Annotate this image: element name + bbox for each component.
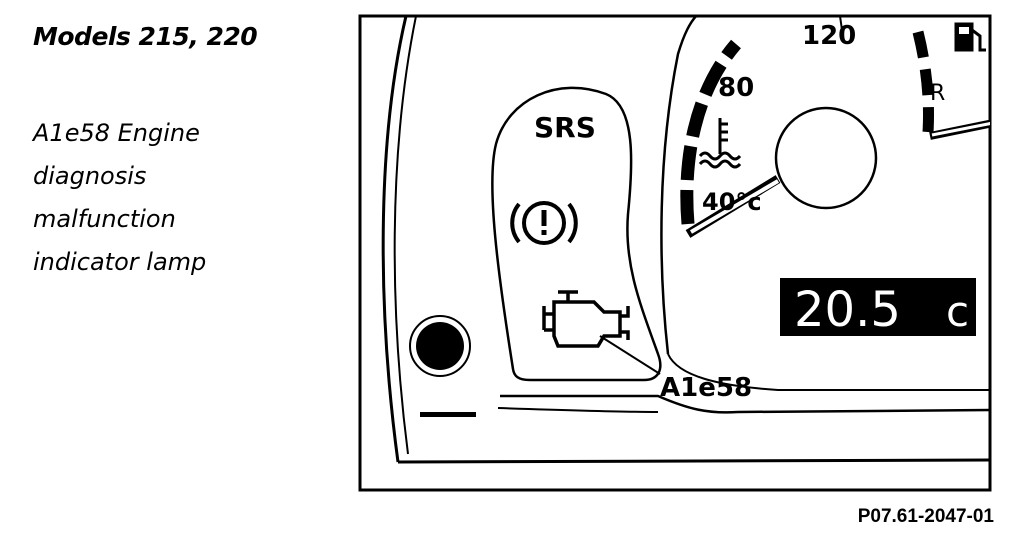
description-line: diagnosis <box>33 162 147 190</box>
lamp-description: A1e58 Engine diagnosis malfunction indic… <box>33 112 293 284</box>
gauge-label-40: 40°c <box>702 188 762 216</box>
speedometer-scale-right <box>912 30 935 133</box>
callout-label: A1e58 <box>660 373 752 403</box>
coolant-temperature-icon <box>698 118 742 169</box>
gauge-divider <box>839 16 843 31</box>
gauge-label-80: 80 <box>718 73 754 103</box>
display-value: 20.5 <box>794 282 901 338</box>
warning-lamp-housing <box>491 86 662 382</box>
temperature-display <box>780 278 976 336</box>
fuel-pump-icon <box>954 22 986 52</box>
description-line: malfunction <box>33 205 176 233</box>
speedometer-rim-lower <box>667 353 990 391</box>
fuel-needle-center <box>931 122 990 137</box>
instrument-cluster-figure: SRS A1e58 120 80 40°c R 20.5 c <box>358 14 992 492</box>
figure-frame <box>358 14 992 492</box>
cluster-outer-contour-inner <box>393 16 417 455</box>
gauge-label-120: 120 <box>802 21 856 51</box>
srs-label: SRS <box>534 111 596 144</box>
cluster-bottom-line <box>397 458 990 464</box>
gauge-needle-hub <box>774 106 878 210</box>
brake-warning-icon <box>510 201 578 245</box>
figure-id: P07.61-2047-01 <box>857 506 994 527</box>
reset-knob-center <box>416 322 464 370</box>
check-engine-icon <box>542 290 630 348</box>
callout-leader-line <box>599 335 661 375</box>
reset-knob-marker <box>420 412 476 417</box>
models-heading: Models 215, 220 <box>33 22 258 51</box>
description-line: indicator lamp <box>33 248 207 276</box>
description-line: A1e58 Engine <box>33 119 200 147</box>
temperature-needle-center <box>689 179 780 234</box>
temperature-gauge-scale <box>680 39 741 225</box>
cluster-lower-contour <box>497 407 659 413</box>
cluster-outer-contour <box>381 16 408 463</box>
gear-label: R <box>930 81 945 106</box>
cluster-inner-contour <box>500 394 990 414</box>
speedometer-rim <box>660 16 698 355</box>
display-unit: c <box>946 287 969 336</box>
